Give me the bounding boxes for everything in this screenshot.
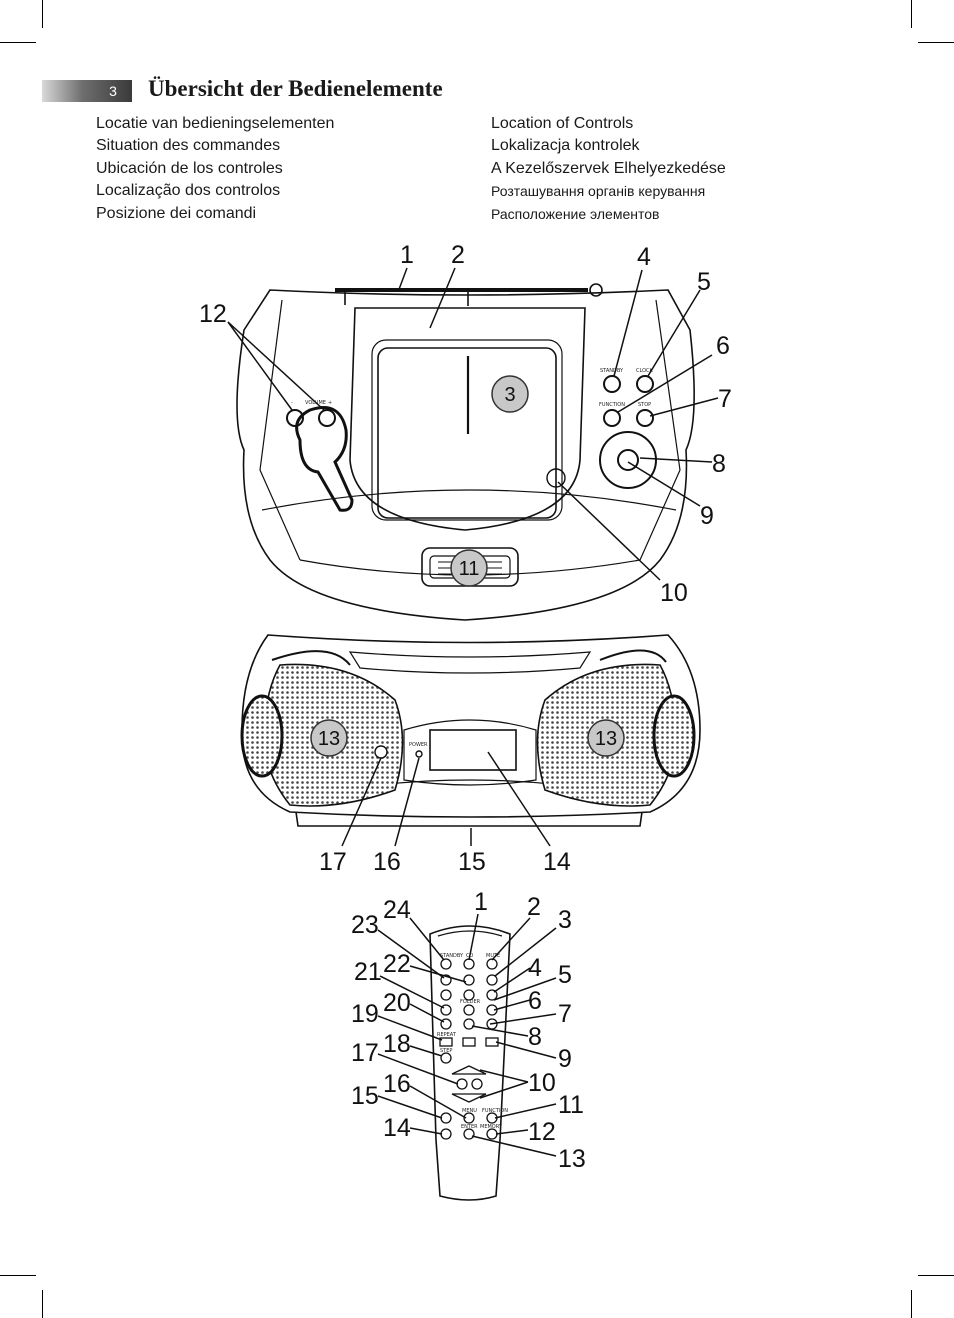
callout-16-front: 16 <box>373 848 401 876</box>
crop-mark <box>911 0 912 28</box>
crop-mark <box>918 1275 954 1276</box>
crop-mark <box>42 1290 43 1318</box>
subtitle-en: Location of Controls <box>491 115 634 132</box>
remote-callout-24: 24 <box>383 896 411 924</box>
ir-sensor <box>374 745 388 759</box>
remote-callout-4: 4 <box>528 954 542 982</box>
remote-leaders <box>377 913 557 1157</box>
front-view-leaders <box>341 751 551 847</box>
function-label: FUNCTION <box>599 402 625 408</box>
subtitle-es: Ubicación de los controles <box>96 159 283 177</box>
volume-plus-label: + <box>328 400 332 406</box>
callout-2: 2 <box>451 241 465 269</box>
subtitle-uk: Розташування органів керування <box>491 183 706 200</box>
crop-mark <box>42 0 43 28</box>
remote-callout-11: 11 <box>558 1091 584 1119</box>
remote-enter-label: ENTER <box>461 1124 478 1130</box>
badge-13-right-text: 13 <box>595 728 617 750</box>
badge-3-text: 3 <box>504 384 515 406</box>
remote-callout-9: 9 <box>558 1045 572 1073</box>
stop-label: STOP <box>638 402 651 408</box>
crop-mark <box>918 42 954 43</box>
page-title: Übersicht der Bedienelemente <box>148 76 443 101</box>
remote-callout-12: 12 <box>528 1118 556 1146</box>
remote-memory-label: MEMORY <box>480 1124 503 1130</box>
remote-callout-3: 3 <box>558 906 572 934</box>
subtitle-pt: Localização dos controlos <box>96 182 281 200</box>
badge-3 <box>491 375 529 413</box>
callout-17-front: 17 <box>319 848 347 876</box>
subtitle-hu: A Kezelőszervek Elhelyezkedése <box>491 159 726 177</box>
remote-callout-15: 15 <box>351 1082 379 1110</box>
subtitle-it: Posizione dei comandi <box>96 204 257 222</box>
remote-callout-19: 19 <box>351 1000 379 1028</box>
clock-label: CLOCK <box>636 368 654 374</box>
remote-callout-2: 2 <box>527 893 541 921</box>
remote-callout-21: 21 <box>354 958 382 986</box>
remote-callout-14: 14 <box>383 1114 411 1142</box>
crop-mark <box>0 42 36 43</box>
page-number: 3 <box>109 83 117 99</box>
callout-10: 10 <box>660 579 688 607</box>
callout-4: 4 <box>637 243 651 271</box>
power-label: POWER <box>409 742 428 748</box>
remote-illustration <box>429 925 511 1201</box>
badge-11-text: 11 <box>459 558 480 580</box>
remote-callout-8: 8 <box>528 1023 542 1051</box>
badge-13-right <box>587 719 625 757</box>
remote-callout-1: 1 <box>474 888 488 916</box>
badge-11 <box>450 549 488 587</box>
remote-callout-17: 17 <box>351 1039 379 1067</box>
subtitle-ru: Расположение элементов <box>491 205 660 222</box>
remote-standby-label: STANDBY <box>440 953 464 959</box>
badge-13-left-text: 13 <box>318 728 340 750</box>
remote-callout-7: 7 <box>558 1000 572 1028</box>
power-led <box>415 750 423 758</box>
crop-mark <box>0 1275 36 1276</box>
remote-mute-label: MUTE <box>486 953 500 959</box>
page-number-bar <box>42 80 132 102</box>
callout-6: 6 <box>716 332 730 360</box>
remote-function-label: FUNCTION <box>482 1108 508 1114</box>
badge-13-left <box>310 719 348 757</box>
subtitle-fr: Situation des commandes <box>96 137 281 155</box>
remote-callout-23: 23 <box>351 911 379 939</box>
callout-14-front: 14 <box>543 848 571 876</box>
subtitle-list-left: Locatie van bedieningselementen Situatio… <box>96 113 334 225</box>
remote-callout-18: 18 <box>383 1030 411 1058</box>
remote-callout-13: 13 <box>558 1145 586 1173</box>
remote-callout-22: 22 <box>383 950 411 978</box>
callout-15-front: 15 <box>458 848 486 876</box>
callout-12: 12 <box>199 300 227 328</box>
left-bass-port <box>240 694 284 778</box>
remote-menu-label: MENU <box>462 1108 477 1114</box>
remote-callout-20: 20 <box>383 989 411 1017</box>
callout-5: 5 <box>697 268 711 296</box>
display-window <box>429 729 517 771</box>
remote-callout-16: 16 <box>383 1070 411 1098</box>
remote-folder-label: FOLDER <box>460 999 481 1005</box>
crop-mark <box>911 1290 912 1318</box>
subtitle-list-right: Location of Controls Lokalizacja kontrol… <box>491 113 726 225</box>
top-view-illustration <box>236 283 695 621</box>
top-view-leaders <box>227 267 719 581</box>
right-bass-port <box>652 694 696 778</box>
callout-7: 7 <box>718 385 732 413</box>
subtitle-pl: Lokalizacja kontrolek <box>491 137 640 155</box>
remote-repeat-label: REPEAT <box>437 1032 457 1038</box>
remote-callout-10: 10 <box>528 1069 556 1097</box>
callout-1: 1 <box>400 241 414 269</box>
subtitle-nl: Locatie van bedieningselementen <box>96 115 335 132</box>
remote-step-label: STEP <box>440 1048 452 1054</box>
callout-8: 8 <box>712 450 726 478</box>
remote-callout-6: 6 <box>528 987 542 1015</box>
remote-callout-5: 5 <box>558 961 572 989</box>
volume-minus-label: - <box>291 400 293 406</box>
callout-9: 9 <box>700 502 714 530</box>
standby-label: STANDBY <box>600 368 624 374</box>
